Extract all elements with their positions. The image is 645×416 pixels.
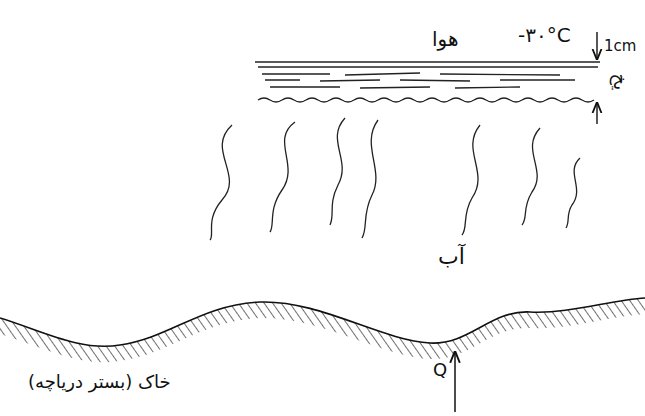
layer-label: یخ (610, 74, 630, 91)
thickness-arrows (596, 32, 597, 124)
heat-arrow (454, 352, 456, 412)
heat-label: Q (433, 360, 447, 380)
lake-bed (0, 298, 645, 416)
water-waves (210, 118, 580, 240)
temperature-label: -۳۰°C (518, 24, 571, 46)
ice-layer (255, 62, 600, 102)
medium-label: آب (438, 245, 465, 269)
layer-label: خاک (بستر دریاچه) (28, 372, 171, 392)
medium-label: هوا (432, 28, 458, 50)
dimension-label: 1cm (604, 38, 636, 55)
